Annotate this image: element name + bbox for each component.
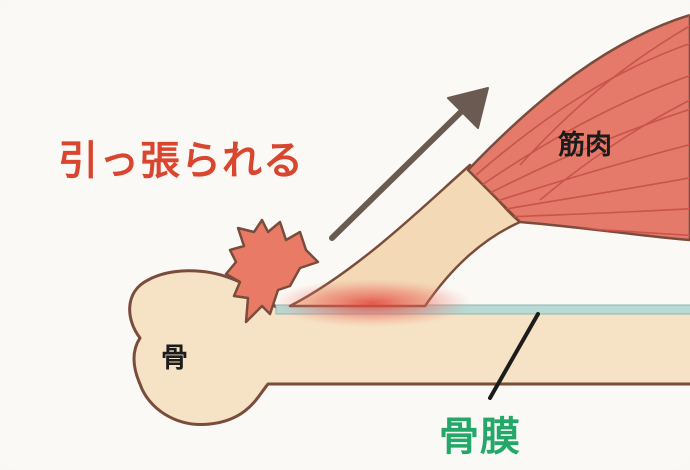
periosteum-pointer-line: [488, 312, 540, 400]
starburst-icon: [224, 218, 320, 324]
periosteum-label: 骨膜: [439, 414, 521, 460]
inflammation-glow: [272, 279, 472, 327]
pulled-label: 引っ張られる: [58, 138, 304, 184]
bone-label: 骨: [161, 343, 188, 374]
arrow-up-right-icon: [329, 87, 489, 241]
muscle-label: 筋肉: [558, 130, 612, 161]
